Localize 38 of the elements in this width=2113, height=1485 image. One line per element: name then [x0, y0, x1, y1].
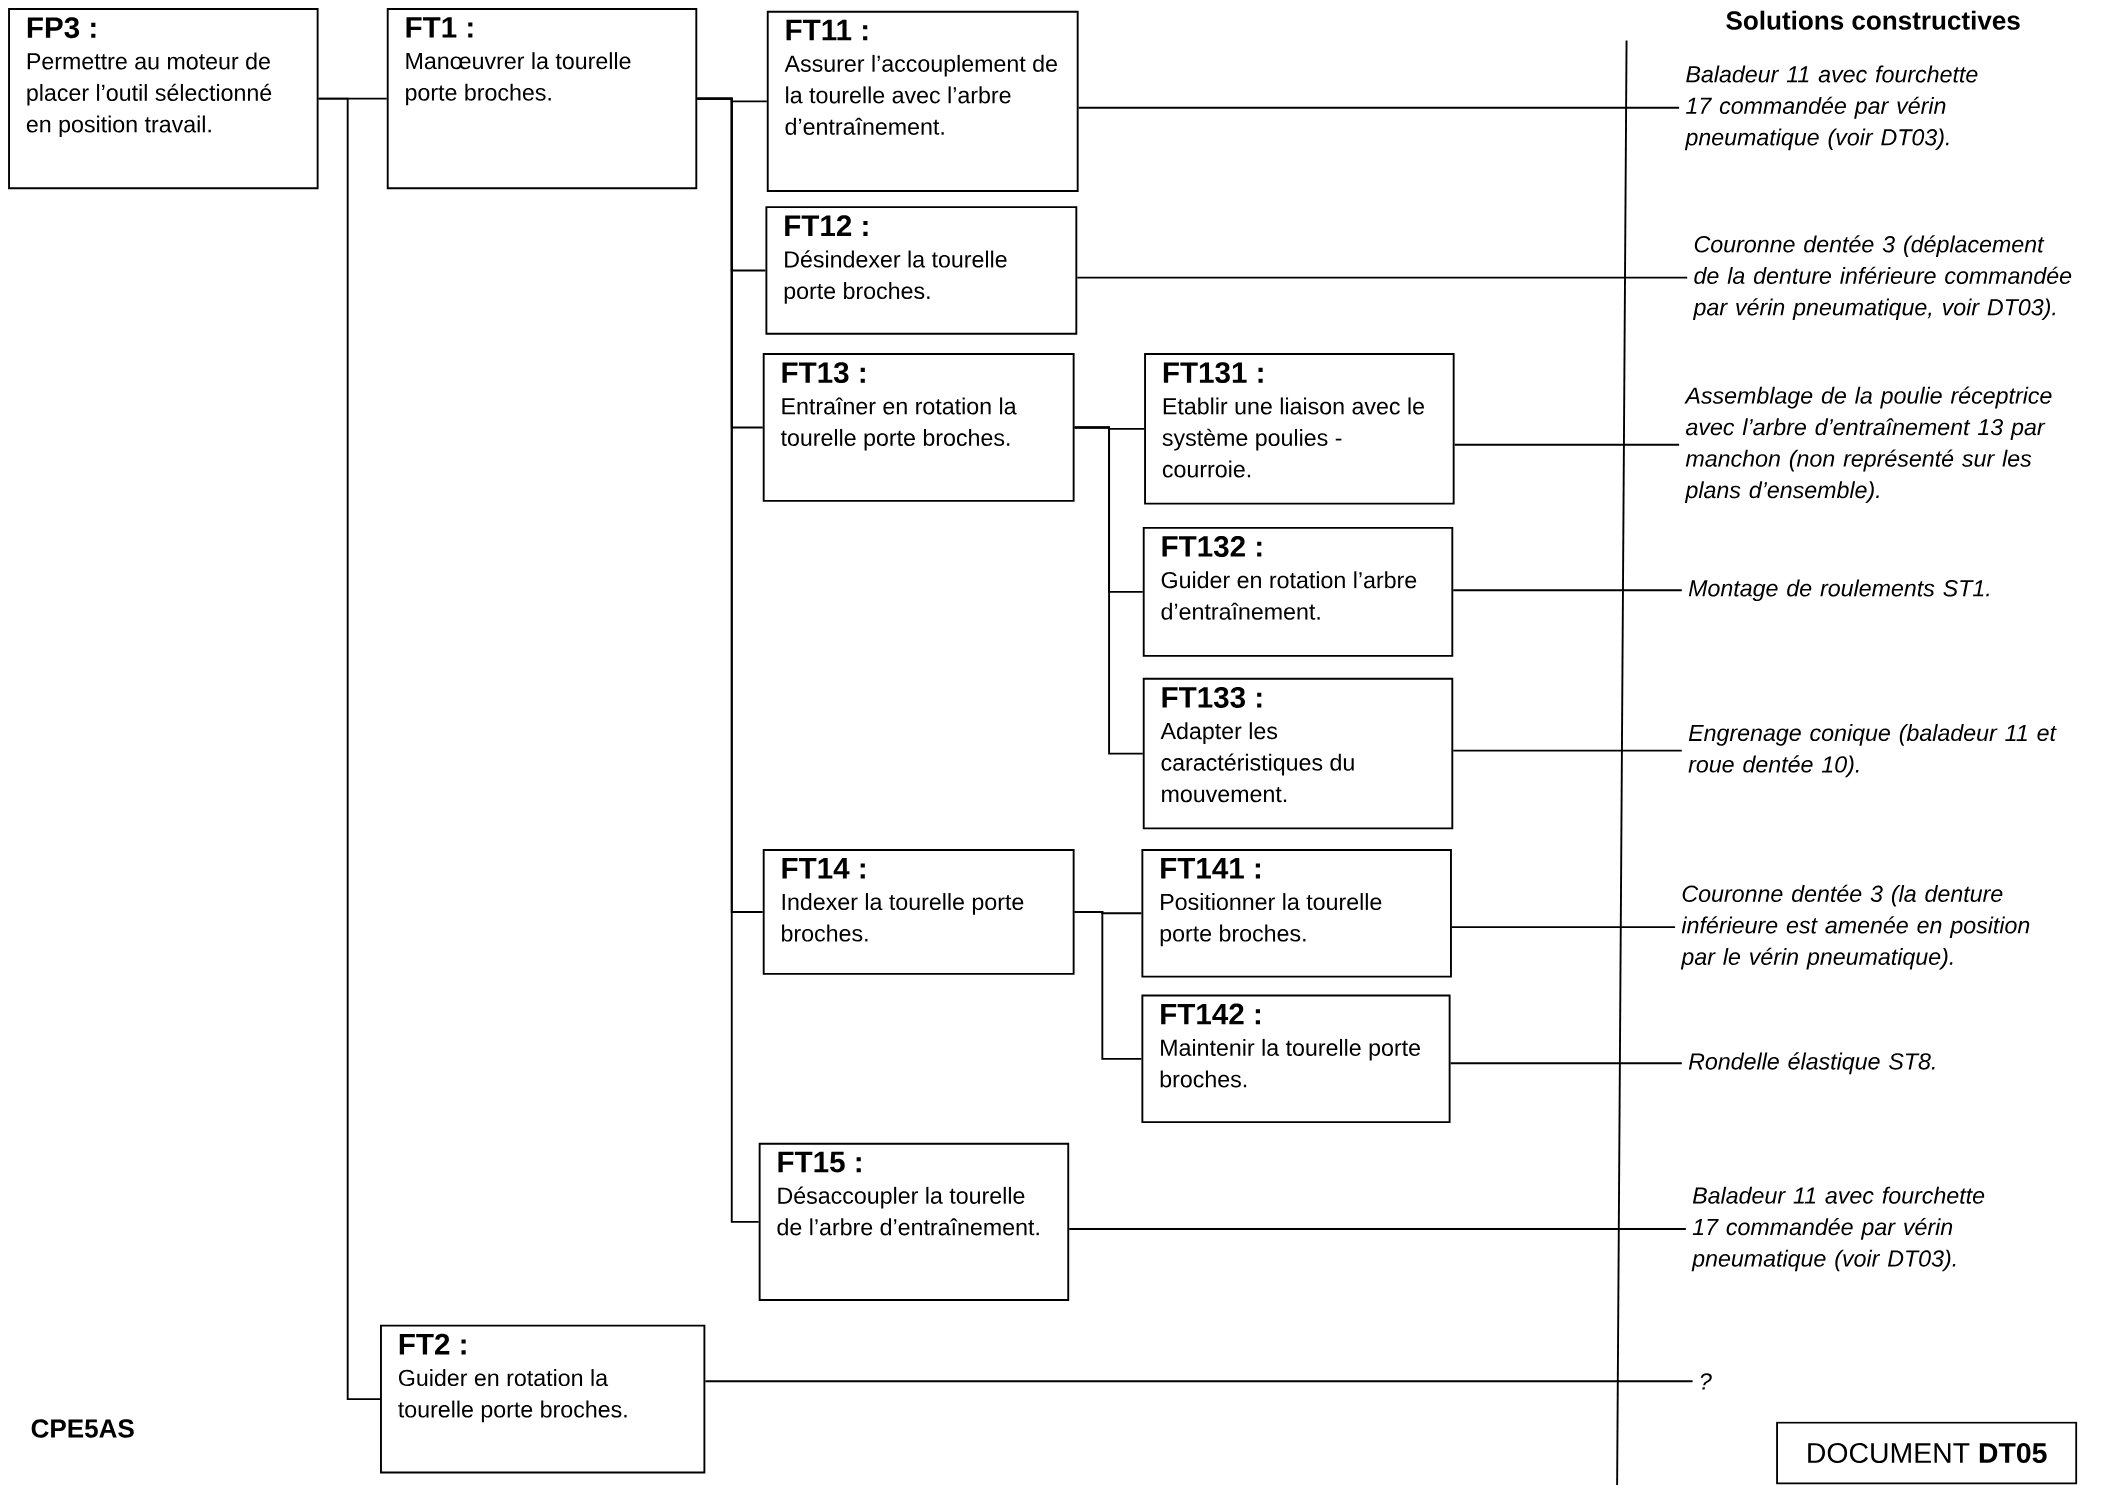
connector-line	[1076, 276, 1689, 279]
function-box: FT15 : Désaccoupler la tourelle de l’arbre d’entraînement.	[758, 1142, 1070, 1301]
solution-text: Engrenage conique (baladeur 11 et roue dentée 10).	[1688, 724, 2057, 778]
function-box: FT142 : Maintenir la tourelle porte broches.	[1141, 994, 1451, 1124]
connector-line	[1452, 589, 1683, 592]
document-box: DOCUMENT DT05	[1776, 1421, 2078, 1485]
function-box: FT2 : Guider en rotation la tourelle porte broches.	[380, 1324, 706, 1474]
solution-text: ?	[1700, 1373, 1712, 1390]
solution-text: Montage de roulements ST1.	[1688, 579, 1989, 602]
connector-line	[1077, 106, 1681, 109]
connector-line	[1073, 426, 1144, 755]
document-code: CPE5AS	[31, 1419, 134, 1438]
function-box: FT1 : Manœuvrer la tourelle porte broches.	[386, 8, 698, 190]
connector-line	[1073, 910, 1143, 1060]
solution-text: Couronne dentée 3 (déplacement de la denture inférieure commandée par vérin pneumatique, voir DT03).	[1692, 235, 2072, 321]
function-box: FT132 : Guider en rotation l’arbre d’entraînement.	[1142, 526, 1454, 657]
solution-text: Baladeur 11 avec fourchette 17 commandée par vérin pneumatique (voir DT03).	[1684, 65, 1978, 151]
function-box: FT13 : Entraîner en rotation la tourelle porte broches.	[762, 353, 1075, 502]
function-box: FT131 : Etablir une liaison avec le système poulies - courroie.	[1144, 353, 1455, 505]
function-box: FT14 : Indexer la tourelle porte broches.	[762, 849, 1075, 975]
connector-line	[1449, 1062, 1683, 1065]
solution-text: Baladeur 11 avec fourchette 17 commandée par vérin pneumatique (voir DT03).	[1691, 1186, 1985, 1272]
connector-line	[696, 97, 760, 1223]
connector-line	[1453, 443, 1681, 446]
column-heading: Solutions constructives	[1726, 10, 2020, 30]
connector-line	[317, 97, 381, 1401]
function-box: FT141 : Positionner la tourelle porte broches.	[1141, 849, 1452, 978]
solution-text: Couronne dentée 3 (la denture inférieure est amenée en position par le vérin pneumatique).	[1680, 884, 2030, 970]
connector-line	[704, 1380, 1694, 1383]
connector-line	[1068, 1228, 1687, 1230]
solution-text: Rondelle élastique ST8.	[1688, 1052, 1935, 1075]
function-box: FT133 : Adapter les caractéristiques du mouvement.	[1142, 677, 1454, 830]
connector-line	[1450, 926, 1676, 929]
function-box: FT11 : Assurer l’accouplement de la tourelle avec l’arbre d’entraînement.	[766, 10, 1079, 192]
function-box: FT12 : Désindexer la tourelle porte broches.	[765, 206, 1078, 335]
connector-line	[1452, 749, 1683, 752]
function-box: FP3 : Permettre au moteur de placer l’outil sélectionné en position travail.	[8, 8, 319, 190]
solution-text: Assemblage de la poulie réceptrice avec l’arbre d’entraînement 13 par manchon (non représenté sur les plans d’ensemble).	[1684, 386, 2052, 503]
